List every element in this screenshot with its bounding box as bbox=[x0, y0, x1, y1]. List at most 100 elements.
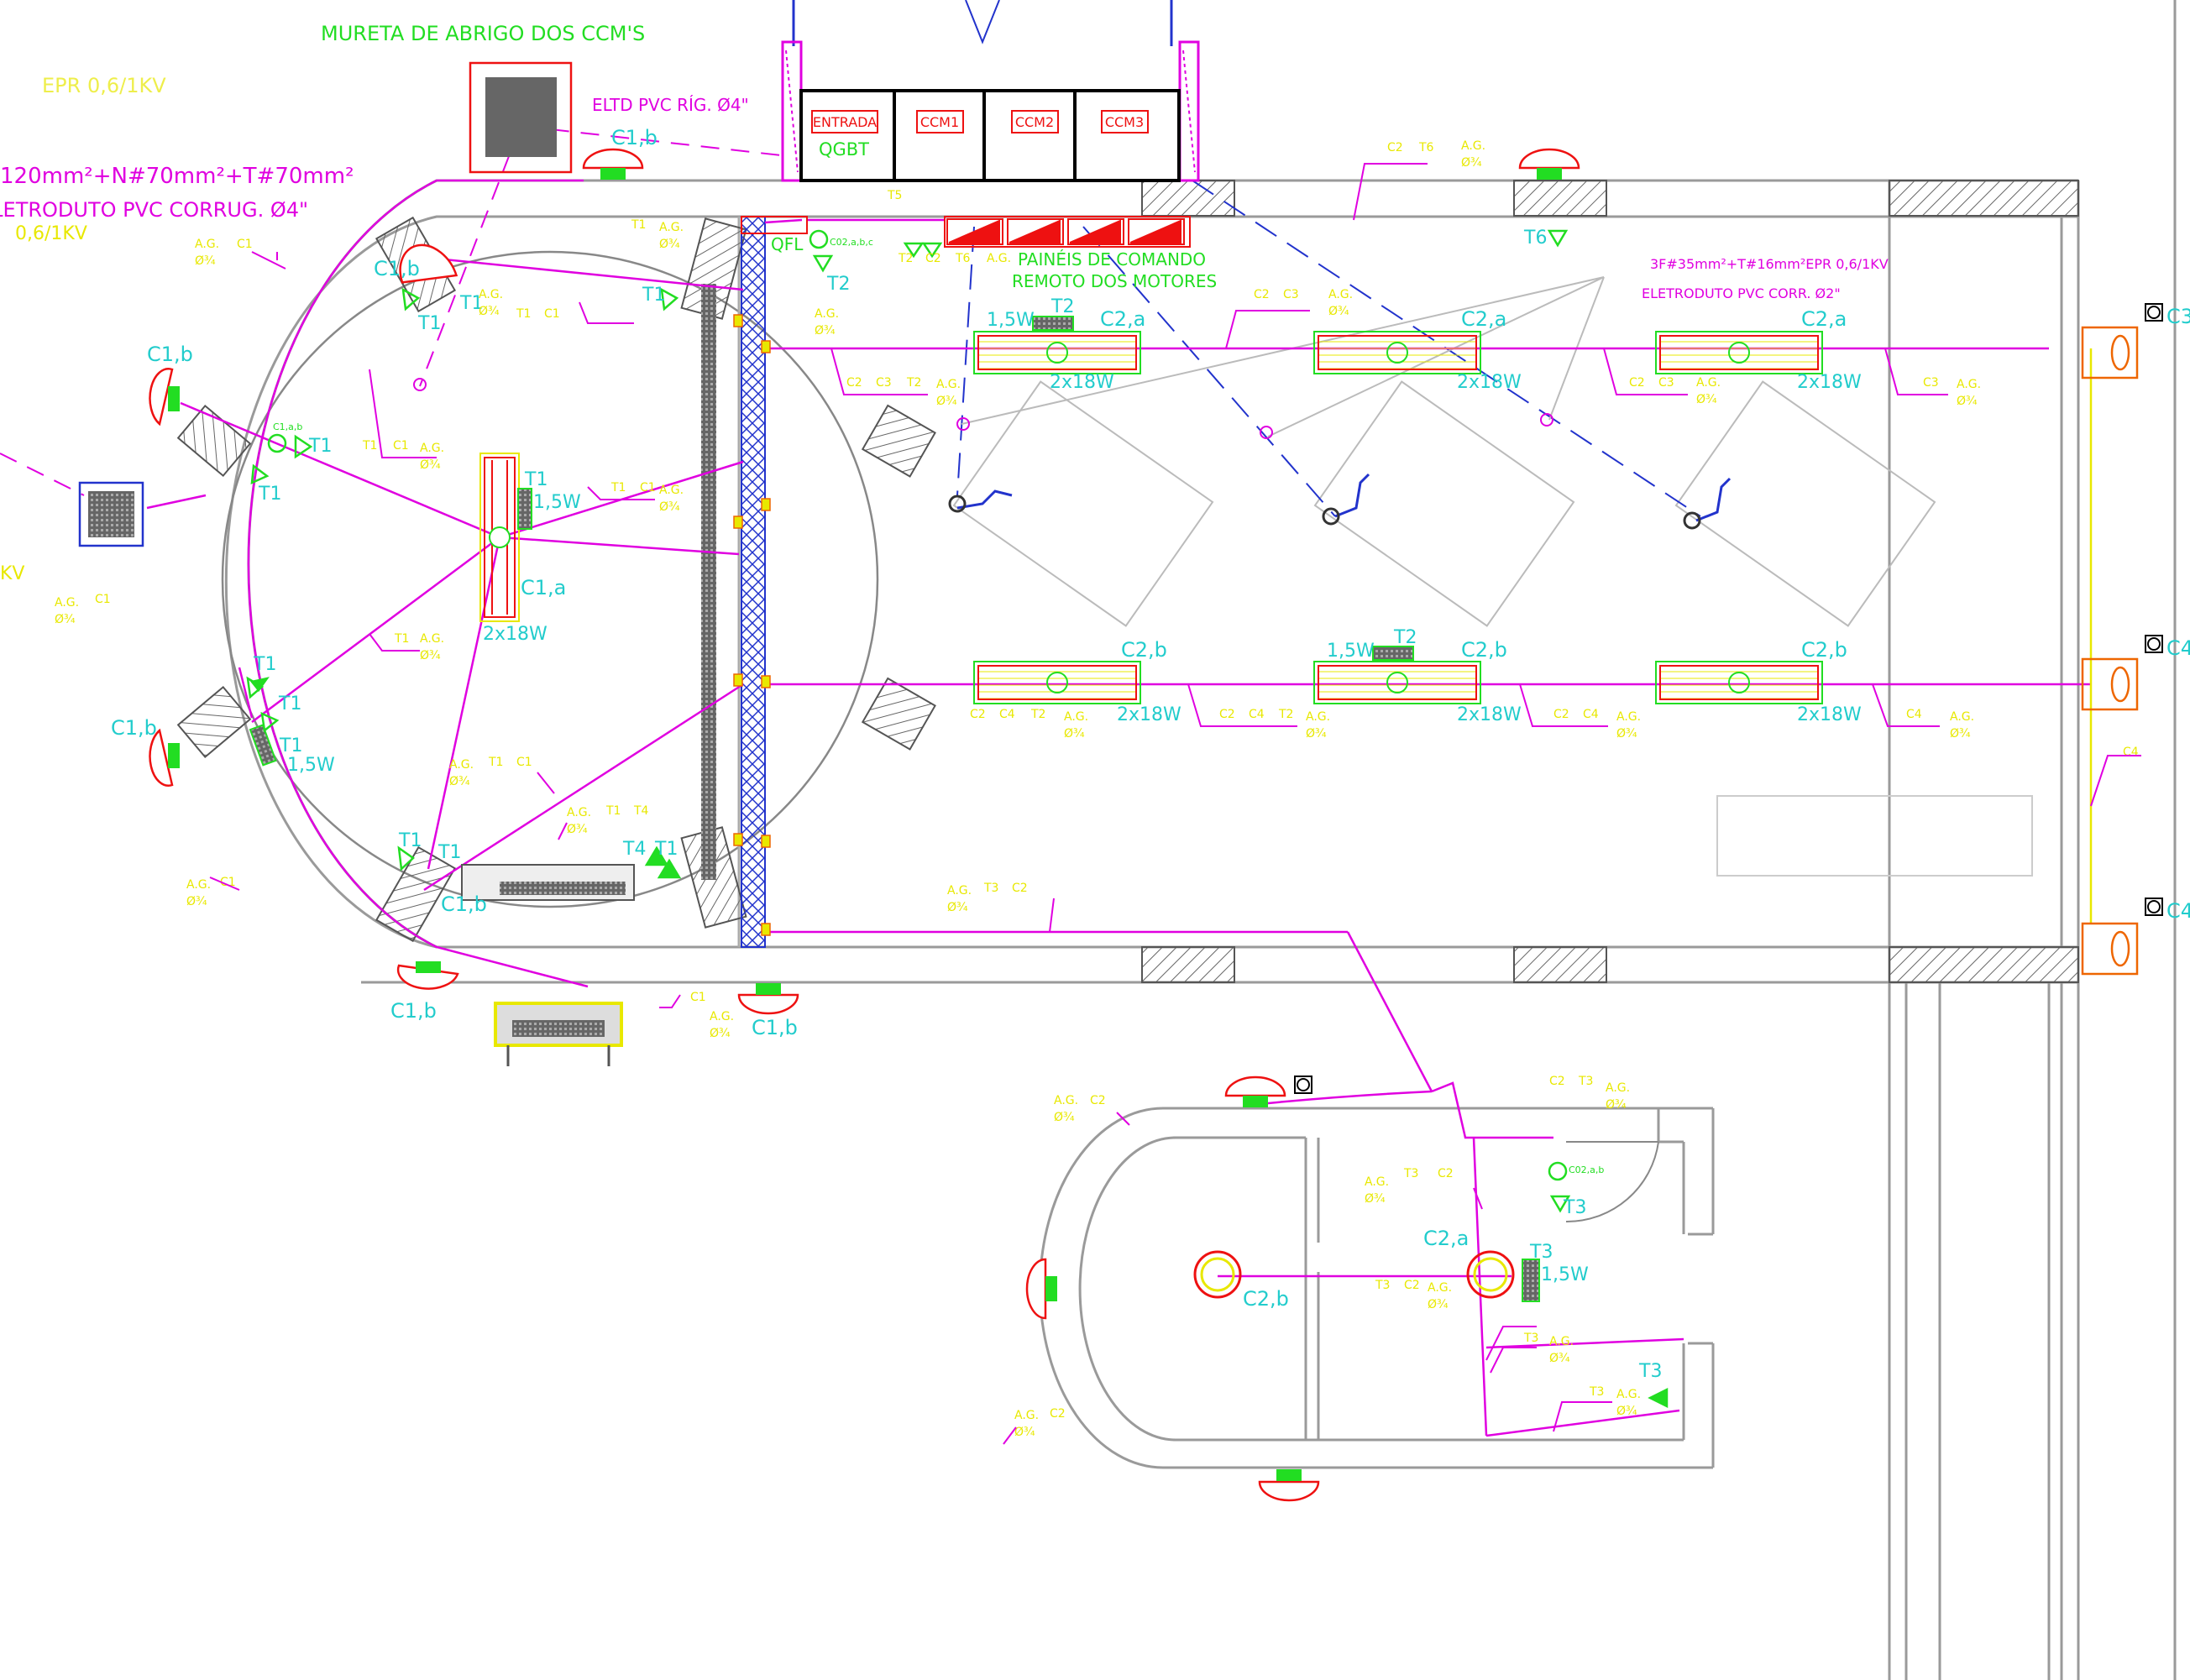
outlet-label: C4 bbox=[2166, 636, 2190, 660]
annotation-text: C2 bbox=[1254, 288, 1270, 301]
annotation-text: C2 bbox=[1553, 708, 1569, 721]
tag-small-power: 1,5W bbox=[287, 755, 335, 776]
fixture-small-power: 1,5W bbox=[533, 492, 581, 513]
annotation-text: Ø¾ bbox=[195, 254, 216, 268]
annotation-text: Ø¾ bbox=[1549, 1352, 1570, 1365]
annotation-text: T1 bbox=[610, 481, 626, 495]
outlet-symbols bbox=[1294, 303, 2163, 1094]
annotation-text: T6 bbox=[1418, 141, 1434, 154]
annotation-text: A.G. bbox=[567, 806, 591, 819]
annotation-text: Ø¾ bbox=[936, 395, 957, 408]
fixture-power: 2x18W bbox=[1050, 372, 1114, 393]
round-lights bbox=[1193, 1250, 1515, 1299]
annotation-text: C2 bbox=[1549, 1075, 1565, 1088]
annotation-leaders bbox=[209, 163, 2141, 1445]
annotation-text: A.G. bbox=[1696, 376, 1721, 390]
fixture-power: 2x18W bbox=[483, 624, 548, 645]
annotation-text: C2 bbox=[1012, 882, 1028, 895]
annotation-text: T2 bbox=[1278, 708, 1293, 721]
mureta-title: MURETA DE ABRIGO DOS CCM'S bbox=[321, 22, 645, 45]
emergency-unit bbox=[1032, 316, 1074, 331]
tag-t1: T1 bbox=[642, 285, 665, 306]
annotation-text: A.G. bbox=[659, 221, 684, 234]
fixture-power: 2x18W bbox=[1457, 704, 1522, 725]
qgbt-label: QGBT bbox=[819, 139, 869, 160]
tag-t1: T1 bbox=[398, 830, 422, 851]
outlet-label: C4 bbox=[2166, 899, 2190, 923]
annotation-text: T1 bbox=[394, 632, 409, 646]
annotation-text: Ø¾ bbox=[659, 238, 680, 251]
annotation-text: T6 bbox=[955, 252, 971, 265]
qfl-circuits: C02,a,b,c bbox=[830, 237, 873, 248]
annotation-text: C1 bbox=[544, 307, 560, 321]
annotation-text: Ø¾ bbox=[659, 500, 680, 514]
annotation-text: Ø¾ bbox=[479, 305, 500, 318]
annotation-text: A.G. bbox=[1064, 710, 1088, 724]
annotation-text: C3 bbox=[1658, 376, 1674, 390]
annotation-text: A.G. bbox=[1014, 1409, 1039, 1422]
dashed-feeders bbox=[0, 125, 782, 496]
fixture-label: C2,b bbox=[1121, 638, 1167, 662]
conduit-corrug: ELETRODUTO PVC CORRUG. Ø4" bbox=[0, 198, 308, 222]
tag-t2: T2 bbox=[826, 274, 850, 295]
emergency-unit bbox=[249, 724, 277, 767]
annotation-text: Ø¾ bbox=[55, 613, 76, 626]
annotation-text: A.G. bbox=[947, 884, 972, 898]
dashed-zones bbox=[952, 380, 1936, 627]
annotation-text: C2 bbox=[1090, 1094, 1106, 1107]
epr-label: EPR 0,6/1KV bbox=[42, 74, 166, 97]
annotation-text: A.G. bbox=[815, 307, 839, 321]
annotation-text: A.G. bbox=[55, 596, 79, 610]
fixture-labels: C2,a 2x18W 1,5W T2 C2,a 2x18W C2,a 2x18W… bbox=[483, 296, 1862, 725]
building-structure bbox=[221, 0, 2177, 1680]
light-fixture bbox=[1313, 661, 1481, 704]
annotation-text: T1 bbox=[516, 307, 531, 321]
air-unit bbox=[461, 864, 635, 1066]
fixture-power: 2x18W bbox=[1457, 372, 1522, 393]
fixture-label: C1,a bbox=[521, 576, 566, 599]
annotation-text: A.G. bbox=[936, 378, 961, 391]
tag-t1: T1 bbox=[278, 693, 301, 714]
annotation-text: C2 bbox=[846, 376, 862, 390]
annotation-text: Ø¾ bbox=[449, 775, 470, 788]
circuit-tag-labels: T1 T1 T1 T1 T1 T1 T1 T1 1,5W T1 T1 T4 T1… bbox=[253, 228, 1662, 1382]
motor-control-panels bbox=[741, 216, 1191, 248]
fixture-label: C2,b bbox=[1801, 638, 1847, 662]
annotation-text: T3 bbox=[983, 882, 998, 895]
annotation-text: C2 bbox=[1404, 1279, 1420, 1292]
outlet-labels: C3 C4 C4 bbox=[2166, 305, 2190, 923]
wall-light-label: C1,b bbox=[111, 716, 157, 740]
feeder-conduit: ELETRODUTO PVC CORR. Ø2" bbox=[1642, 285, 1841, 301]
light-fixture bbox=[973, 661, 1141, 704]
annotation-text: C1 bbox=[640, 481, 656, 495]
conduit-annotations: A.G. Ø¾ A.G. Ø¾ A.G. Ø¾ A.G. Ø¾ A.G. Ø¾ A.G. Ø… bbox=[55, 139, 1981, 1439]
annotation-text: C4 bbox=[999, 708, 1015, 721]
annotation-text: Ø¾ bbox=[710, 1027, 731, 1040]
cable-spec: 120mm²+N#70mm²+T#70mm² bbox=[0, 164, 354, 189]
annotation-text: C2 bbox=[970, 708, 986, 721]
fixture-power: 2x18W bbox=[1117, 704, 1181, 725]
annotation-text: T1 bbox=[362, 439, 377, 453]
tag-t6: T6 bbox=[1523, 228, 1547, 249]
feeder-spec: 3F#35mm²+T#16mm²EPR 0,6/1KV bbox=[1650, 256, 1889, 272]
wall-light-labels: C1,b C1,b C1,b C1,b C1,b C1,b C1,b bbox=[111, 126, 798, 1039]
fixture-label: C2,a bbox=[1461, 307, 1506, 331]
annotation-text: C2 bbox=[1629, 376, 1645, 390]
annotation-text: A.G. bbox=[1328, 288, 1353, 301]
annotation-text: C4 bbox=[2123, 746, 2139, 759]
tag-t1: T1 bbox=[417, 313, 441, 334]
tag-c2a: C2,a bbox=[1423, 1227, 1469, 1250]
tag-t1: T1 bbox=[308, 436, 332, 457]
tag-t1: T1 bbox=[279, 735, 302, 756]
annotation-text: Ø¾ bbox=[1616, 1405, 1637, 1418]
annotation-text: A.G. bbox=[1616, 1388, 1641, 1401]
panel-ccm1: CCM1 bbox=[920, 114, 959, 130]
tag-t3: T3 bbox=[1638, 1361, 1662, 1382]
bottom-circuits: C02,a,b bbox=[1569, 1164, 1604, 1175]
tag-t1: T1 bbox=[437, 842, 461, 863]
fixture-small-power: 1,5W bbox=[1327, 641, 1375, 662]
wall-light-label: C1,b bbox=[147, 343, 193, 366]
tag-c1ab: C1,a,b bbox=[273, 421, 302, 432]
annotation-text: Ø¾ bbox=[1950, 727, 1971, 741]
